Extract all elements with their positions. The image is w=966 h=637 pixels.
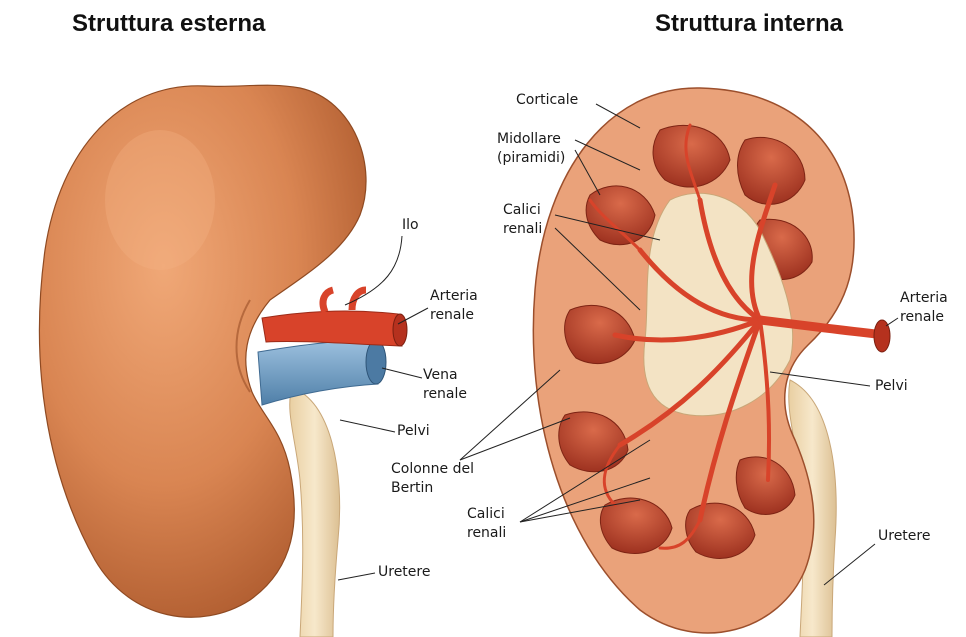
- label-line: Colonne del: [391, 460, 474, 479]
- label-ilo: Ilo: [402, 216, 419, 235]
- label-line: renale: [423, 385, 467, 404]
- label-pelvi-external: Pelvi: [397, 422, 430, 441]
- label-arteria-renale-external: Arteria renale: [430, 287, 478, 325]
- label-pelvi-internal: Pelvi: [875, 377, 908, 396]
- label-line: Calici: [467, 505, 506, 524]
- label-line: renali: [503, 220, 542, 239]
- label-calici-renali-top: Calici renali: [503, 201, 542, 239]
- title-internal: Struttura interna: [655, 10, 843, 38]
- label-midollare: Midollare (piramidi): [497, 130, 565, 168]
- label-uretere-external: Uretere: [378, 563, 430, 582]
- label-line: Arteria: [430, 287, 478, 306]
- label-line: Arteria: [900, 289, 948, 308]
- label-line: renale: [430, 306, 478, 325]
- label-line: Calici: [503, 201, 542, 220]
- external-renal-artery: [262, 290, 407, 346]
- label-corticale: Corticale: [516, 91, 578, 110]
- label-calici-renali-bottom: Calici renali: [467, 505, 506, 543]
- external-renal-vein: [258, 340, 386, 405]
- label-arteria-renale-internal: Arteria renale: [900, 289, 948, 327]
- label-line: renale: [900, 308, 948, 327]
- label-line: Vena: [423, 366, 467, 385]
- title-external: Struttura esterna: [72, 10, 265, 38]
- label-uretere-internal: Uretere: [878, 527, 930, 546]
- label-line: renali: [467, 524, 506, 543]
- label-line: (piramidi): [497, 149, 565, 168]
- label-line: Midollare: [497, 130, 565, 149]
- external-ureter: [290, 388, 340, 637]
- label-vena-renale: Vena renale: [423, 366, 467, 404]
- label-line: Bertin: [391, 479, 474, 498]
- external-leader-lines: [338, 236, 428, 580]
- label-colonne-del-bertin: Colonne del Bertin: [391, 460, 474, 498]
